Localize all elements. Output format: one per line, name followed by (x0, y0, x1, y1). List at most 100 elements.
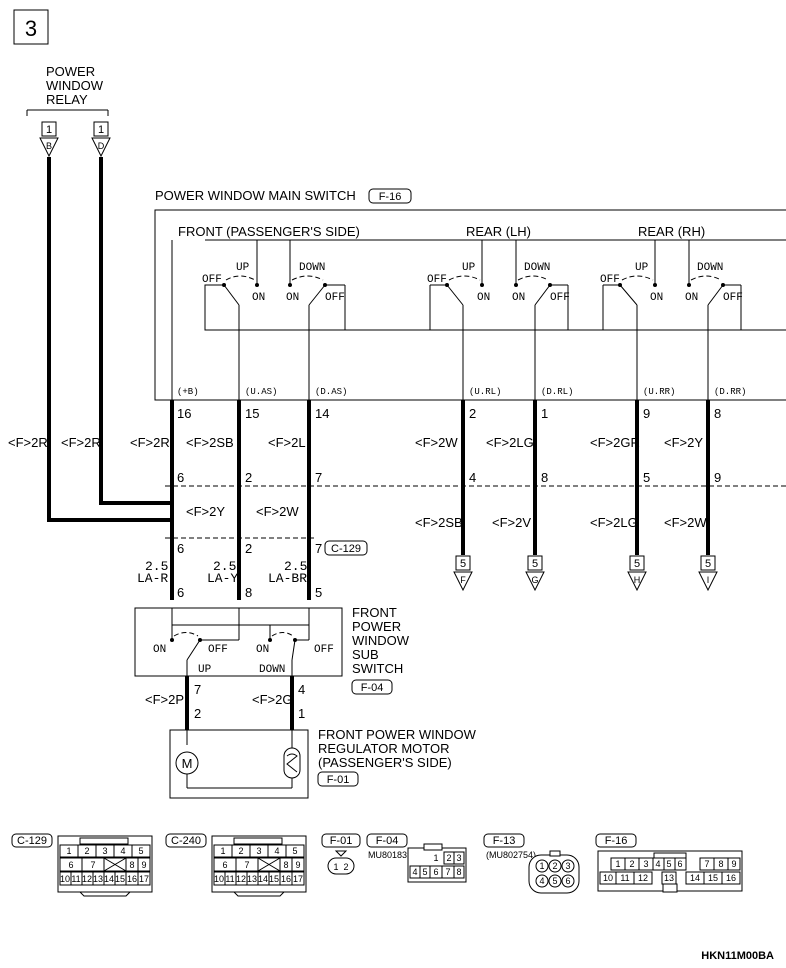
section-rear-rh: REAR (RH) (638, 224, 705, 239)
section-rear-lh: REAR (LH) (466, 224, 531, 239)
page-number-box: 3 (13, 9, 49, 45)
c129-pin-b8: 8 (245, 585, 252, 600)
terminal-plus-b: (+B) (177, 387, 199, 397)
rear-rh-down-switch: DOWN ON OFF (685, 240, 743, 306)
rear-lh-down-off: OFF (550, 292, 570, 304)
relay-wire-b (47, 157, 174, 540)
motor-title-1: FRONT POWER WINDOW (318, 727, 477, 742)
legend-f16-r2-3: 12 (638, 873, 648, 883)
legend-c240: C-240 1 2 3 4 5 6 7 8 9 10 11 12 13 14 1… (165, 833, 307, 897)
terminal-d-as: (D.AS) (315, 387, 347, 397)
legend-f16-r2-1: 10 (603, 873, 613, 883)
legend-f16-r1-6: 6 (677, 859, 682, 869)
legend-c240-r2-3: 8 (283, 860, 288, 870)
pin-1: 1 (541, 406, 548, 421)
pin-8: 8 (714, 406, 721, 421)
rear-ref-g-pin: 5 (532, 558, 538, 570)
pin-15: 15 (245, 406, 259, 421)
rear-ref-i: 5 I (698, 555, 718, 592)
rear-rh-up-on: ON (650, 292, 663, 304)
legend-f16-r2-7: 16 (726, 873, 736, 883)
rear-rh-down-label: DOWN (697, 262, 723, 274)
legend-f16-r2-4: 13 (664, 873, 674, 883)
legend-f13-r2-2: 5 (552, 876, 557, 886)
terminal-u-rr: (U.RR) (643, 387, 675, 397)
terminal-u-as: (U.AS) (245, 387, 277, 397)
rear-rh-down-on: ON (685, 292, 698, 304)
relay-pin-b: 1 (46, 124, 52, 136)
front-down-label: DOWN (299, 262, 325, 274)
legend-f04-r2-4: 7 (445, 867, 450, 877)
pin-16: 16 (177, 406, 191, 421)
legend-c240-r3-6: 15 (269, 874, 279, 884)
legend-c240-r3-5: 14 (258, 874, 268, 884)
legend-f01: F-01 1 2 (321, 833, 361, 875)
relay-title-line-1: POWER (46, 64, 95, 79)
terminal-u-rl: (U.RL) (469, 387, 501, 397)
c129-pin-2: 2 (245, 541, 252, 556)
legend-f13-r1-2: 2 (552, 861, 557, 871)
legend-c129-r2-4: 9 (141, 860, 146, 870)
sub-switch-on-2: ON (256, 644, 269, 656)
legend-f16-r1-3: 3 (643, 859, 648, 869)
junction-pin-5: 5 (643, 470, 650, 485)
c129-size-2: 2.5 (213, 559, 236, 574)
c129-color-1: LA-R (137, 571, 168, 586)
front-up-switch: UP OFF ON (202, 240, 265, 306)
c129-color-2: LA-Y (207, 571, 238, 586)
junction-pin-7: 7 (315, 470, 322, 485)
junction-pin-8: 8 (541, 470, 548, 485)
rear-ref-h-pin: 5 (634, 558, 640, 570)
sub-pin-7: 7 (194, 682, 201, 697)
front-up-on: ON (252, 292, 265, 304)
c129-pin-b6: 6 (177, 585, 184, 600)
c129-pin-6: 6 (177, 541, 184, 556)
relay-title-line-3: RELAY (46, 92, 88, 107)
rear-ref-f: 5 F (453, 555, 473, 592)
c129-pin-b5: 5 (315, 585, 322, 600)
rear-ref-i-pin: 5 (705, 558, 711, 570)
legend-c129-r1-3: 3 (102, 846, 107, 856)
legend-f16-r2-6: 15 (708, 873, 718, 883)
legend-f01-name: F-01 (330, 835, 353, 847)
rear-rh-down-off: OFF (723, 292, 743, 304)
terminal-d-rr: (D.RR) (714, 387, 746, 397)
figure-code: HKN11M00BA (701, 950, 774, 962)
front-up-off: OFF (202, 274, 222, 286)
legend-c240-r3-7: 16 (281, 874, 291, 884)
rear-ref-h: 5 H (627, 555, 647, 592)
legend-f16-r2-2: 11 (620, 873, 629, 883)
c129-size-1: 2.5 (145, 559, 168, 574)
legend-c129-r1-4: 4 (120, 846, 125, 856)
rear-rh-up-label: UP (635, 262, 649, 274)
rear-lh-down-on: ON (512, 292, 525, 304)
rear-lh-down-label: DOWN (524, 262, 550, 274)
rear-ref-h-letter: H (634, 575, 641, 585)
legend-f16-r1-8: 8 (718, 859, 723, 869)
legend-c129-r3-3: 12 (82, 874, 92, 884)
main-switch-connector: F-16 (379, 191, 402, 203)
wire-color-mid-d-rr: <F>2W (664, 515, 707, 530)
sub-switch-title-5: SWITCH (352, 661, 403, 676)
sub-switch-up: UP (198, 664, 212, 676)
legend-f16-r1-1: 1 (615, 859, 620, 869)
power-window-relay: POWER WINDOW RELAY 1 B 1 D (26, 64, 111, 158)
sub-switch-connector: F-04 (361, 682, 384, 694)
motor-pin-1: 1 (298, 706, 305, 721)
junction-pin-2: 2 (245, 470, 252, 485)
pin-14: 14 (315, 406, 329, 421)
rear-ref-g: 5 G (525, 555, 545, 592)
rear-lh-up-label: UP (462, 262, 476, 274)
c129-connector-name: C-129 (331, 543, 361, 555)
wire-color-mid-u-as: <F>2Y (186, 504, 225, 519)
connector-c129: 6 2 7 C-129 2.5 LA-R 2.5 LA-Y 2.5 LA-BR … (137, 537, 368, 600)
legend-c240-r1-4: 4 (274, 846, 279, 856)
rear-ref-i-letter: I (707, 575, 710, 585)
legend-f13-r1-1: 1 (539, 861, 544, 871)
sub-switch-off-1: OFF (208, 644, 228, 656)
front-up-label: UP (236, 262, 250, 274)
wire-color-u-rr: <F>2GR (590, 435, 640, 450)
rear-ref-g-letter: G (531, 575, 538, 585)
legend-c240-r3-1: 10 (214, 874, 224, 884)
